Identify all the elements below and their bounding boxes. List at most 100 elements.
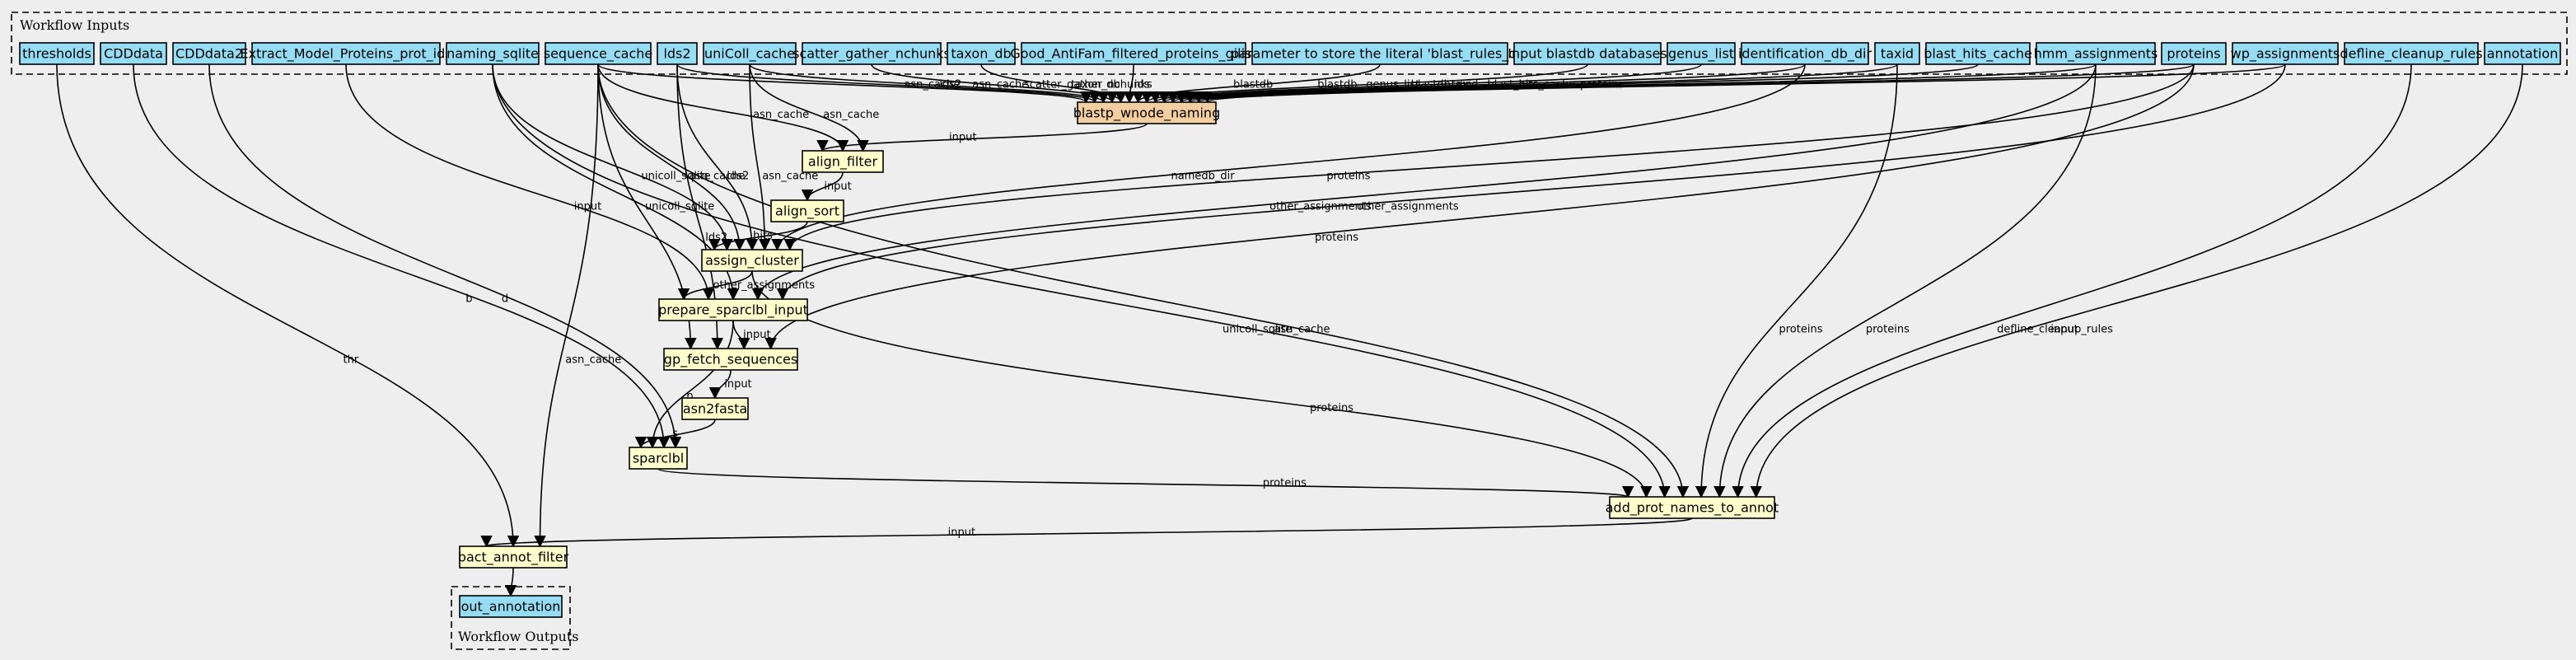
edge-label: p bbox=[686, 390, 693, 402]
step-node-blastp-wnode-naming[interactable]: blastp_wnode_naming bbox=[1073, 101, 1220, 124]
step-label: align_filter bbox=[808, 154, 878, 171]
edge-label: asn_cache bbox=[1274, 324, 1330, 336]
input-node-identification-db-dir[interactable]: identification_db_dir bbox=[1738, 42, 1872, 65]
input-node-taxon-db[interactable]: taxon_db bbox=[947, 42, 1016, 65]
edge-label: taxon_db bbox=[1071, 79, 1120, 91]
edge-naming-sqlite-to-assign-cluster: unicoll_sqlite bbox=[492, 63, 733, 251]
input-node-annotation[interactable]: annotation bbox=[2484, 42, 2561, 65]
edge-label: proteins bbox=[1310, 402, 1353, 414]
edge-label: unicoll_sqlite bbox=[1223, 324, 1292, 336]
input-label: blast_hits_cache bbox=[1924, 46, 2032, 63]
input-node-lds2[interactable]: lds2 bbox=[657, 42, 698, 65]
edge-proteins-to-gp-fetch-sequences: proteins bbox=[764, 63, 2195, 350]
edge-hmm-assignments-to-blastp-wnode-naming bbox=[1184, 63, 2097, 104]
input-node-good-antifam[interactable]: Good_AntiFam_filtered_proteins_gilist bbox=[1010, 42, 1257, 65]
step-node-align-filter[interactable]: align_filter bbox=[802, 150, 884, 173]
input-label: hmm_assignments bbox=[2034, 46, 2158, 63]
edge-label: input bbox=[724, 378, 751, 391]
edge-label: blastdb bbox=[1233, 79, 1273, 91]
output-node-out-annotation[interactable]: out_annotation bbox=[459, 595, 563, 618]
step-node-prepare-sparclbl-input[interactable]: prepare_sparclbl_input bbox=[658, 298, 808, 321]
edge-extract-model-proteins-prot-ids-to-prepare-sparclbl-input: input bbox=[345, 63, 715, 301]
input-node-scatter-gather-nchunks[interactable]: scatter_gather_nchunks bbox=[792, 42, 951, 65]
edge-label: proteins bbox=[1866, 324, 1910, 336]
edge-label: d bbox=[502, 293, 508, 305]
edge-hmm-assignments-to-add-prot-names-to-annot: proteins bbox=[1713, 63, 2097, 499]
input-node-blast-rules-param[interactable]: parameter to store the literal 'blast_ru… bbox=[1231, 42, 1529, 65]
step-node-gp-fetch-sequences[interactable]: gp_fetch_sequences bbox=[663, 348, 798, 371]
input-node-naming-sqlite[interactable]: naming_sqlite bbox=[446, 42, 540, 65]
edge-prepare-sparclbl-input-to-sparclbl: p bbox=[646, 320, 734, 449]
input-label: naming_sqlite bbox=[446, 46, 539, 63]
input-node-sequence-cache[interactable]: sequence_cache bbox=[544, 42, 652, 65]
input-node-cdddata2[interactable]: CDDdata2 bbox=[172, 42, 246, 65]
edge-sequence-cache-to-align-filter: asn_cache bbox=[597, 63, 849, 152]
edge-add-prot-names-to-annot-to-bact-annot-filter: input bbox=[481, 517, 1693, 548]
step-label: asn2fasta bbox=[683, 401, 747, 417]
edge-label: thr bbox=[343, 354, 358, 367]
input-node-unicoll-cache[interactable]: uniColl_cache bbox=[703, 42, 797, 65]
edge-label: s bbox=[672, 428, 678, 440]
edge-label: defline_cleanup_rules bbox=[1997, 324, 2113, 336]
input-node-blastdb-input[interactable]: Input blastdb databases bbox=[1508, 42, 1667, 65]
edge-unicoll-cache-to-assign-cluster: asn_cache bbox=[749, 63, 818, 251]
input-label: identification_db_dir bbox=[1738, 46, 1872, 63]
input-node-defline-cleanup-rules[interactable]: defline_cleanup_rules bbox=[2340, 42, 2483, 65]
input-node-blast-hits-cache[interactable]: blast_hits_cache bbox=[1924, 42, 2032, 65]
edge-label: proteins bbox=[1263, 477, 1307, 489]
edge-label: input bbox=[574, 201, 601, 213]
input-label: sequence_cache bbox=[544, 46, 652, 63]
edge-scatter-gather-nchunks-to-blastp-wnode-naming: scatter_gather_nchunks bbox=[871, 63, 1152, 104]
input-label: wp_assignments bbox=[2231, 46, 2340, 63]
input-node-thresholds[interactable]: thresholds bbox=[19, 42, 95, 65]
edge-label: input bbox=[949, 131, 976, 143]
input-node-cdddata[interactable]: CDDdata bbox=[100, 42, 167, 65]
edge-taxon-db-to-blastp-wnode-naming: taxon_db bbox=[980, 63, 1127, 104]
input-node-extract-model-proteins-prot-ids[interactable]: Extract_Model_Proteins_prot_ids bbox=[240, 42, 452, 65]
edge-good-antifam-to-blastp-wnode-naming: ids bbox=[1123, 63, 1150, 104]
edge-annotation-to-add-prot-names-to-annot: input bbox=[1750, 63, 2523, 499]
input-node-hmm-assignments[interactable]: hmm_assignments bbox=[2034, 42, 2158, 65]
step-node-add-prot-names-to-annot[interactable]: add_prot_names_to_annot bbox=[1606, 496, 1779, 519]
output-label: out_annotation bbox=[461, 599, 561, 616]
edge-blastp-wnode-naming-to-align-filter: input bbox=[816, 123, 1148, 152]
step-node-sparclbl[interactable]: sparclbl bbox=[629, 447, 688, 470]
input-label: Good_AntiFam_filtered_proteins_gilist bbox=[1010, 46, 1256, 63]
edge-label: other_assignments bbox=[1357, 201, 1459, 213]
input-label: CDDdata2 bbox=[175, 46, 243, 62]
input-node-proteins[interactable]: proteins bbox=[2161, 42, 2227, 65]
edge-cdddata2-to-sparclbl: d bbox=[208, 63, 682, 449]
edge-label: asn_cache bbox=[823, 109, 879, 121]
input-node-genus-list[interactable]: genus_list bbox=[1667, 42, 1736, 65]
edge-label: namedb_dir bbox=[1171, 171, 1236, 183]
input-label: Input blastdb databases bbox=[1508, 46, 1667, 62]
step-label: assign_cluster bbox=[705, 253, 799, 269]
input-node-wp-assignments[interactable]: wp_assignments bbox=[2231, 42, 2340, 65]
edge-sparclbl-to-add-prot-names-to-annot: proteins bbox=[657, 468, 1634, 499]
edge-asn2fasta-to-sparclbl: s bbox=[634, 419, 716, 449]
step-node-assign-cluster[interactable]: assign_cluster bbox=[701, 249, 803, 272]
step-label: prepare_sparclbl_input bbox=[658, 302, 808, 319]
input-label: taxid bbox=[1881, 46, 1914, 62]
edge-label: asn_cache bbox=[689, 171, 745, 183]
edge-label: proteins bbox=[1779, 324, 1823, 336]
edge-wp-assignments-to-blastp-wnode-naming bbox=[1202, 63, 2286, 104]
edge-label: input bbox=[2050, 324, 2078, 336]
edge-unicoll-cache-to-align-filter: asn_cache bbox=[749, 63, 879, 152]
edge-prepare-sparclbl-input-to-gp-fetch-sequences: input bbox=[732, 320, 771, 350]
edge-bact-annot-filter-to-out-annotation bbox=[504, 567, 517, 597]
workflow-inputs-cluster: Workflow Inputs bbox=[11, 12, 2568, 75]
input-label: scatter_gather_nchunks bbox=[792, 46, 951, 63]
edge-cdddata-to-sparclbl: b bbox=[133, 63, 671, 449]
edge-label: input bbox=[743, 329, 770, 341]
input-label: proteins bbox=[2167, 46, 2220, 62]
edge-label: proteins bbox=[1580, 79, 1624, 91]
input-label: Extract_Model_Proteins_prot_ids bbox=[240, 46, 451, 63]
step-node-asn2fasta[interactable]: asn2fasta bbox=[681, 397, 749, 420]
input-node-taxid[interactable]: taxid bbox=[1874, 42, 1920, 65]
edge-label: asn_cache bbox=[762, 171, 818, 183]
input-label: genus_list bbox=[1668, 46, 1734, 63]
step-node-align-sort[interactable]: align_sort bbox=[770, 199, 844, 222]
edge-label: unicoll_sqlite bbox=[645, 201, 714, 213]
step-node-bact-annot-filter[interactable]: bact_annot_filter bbox=[458, 545, 569, 569]
